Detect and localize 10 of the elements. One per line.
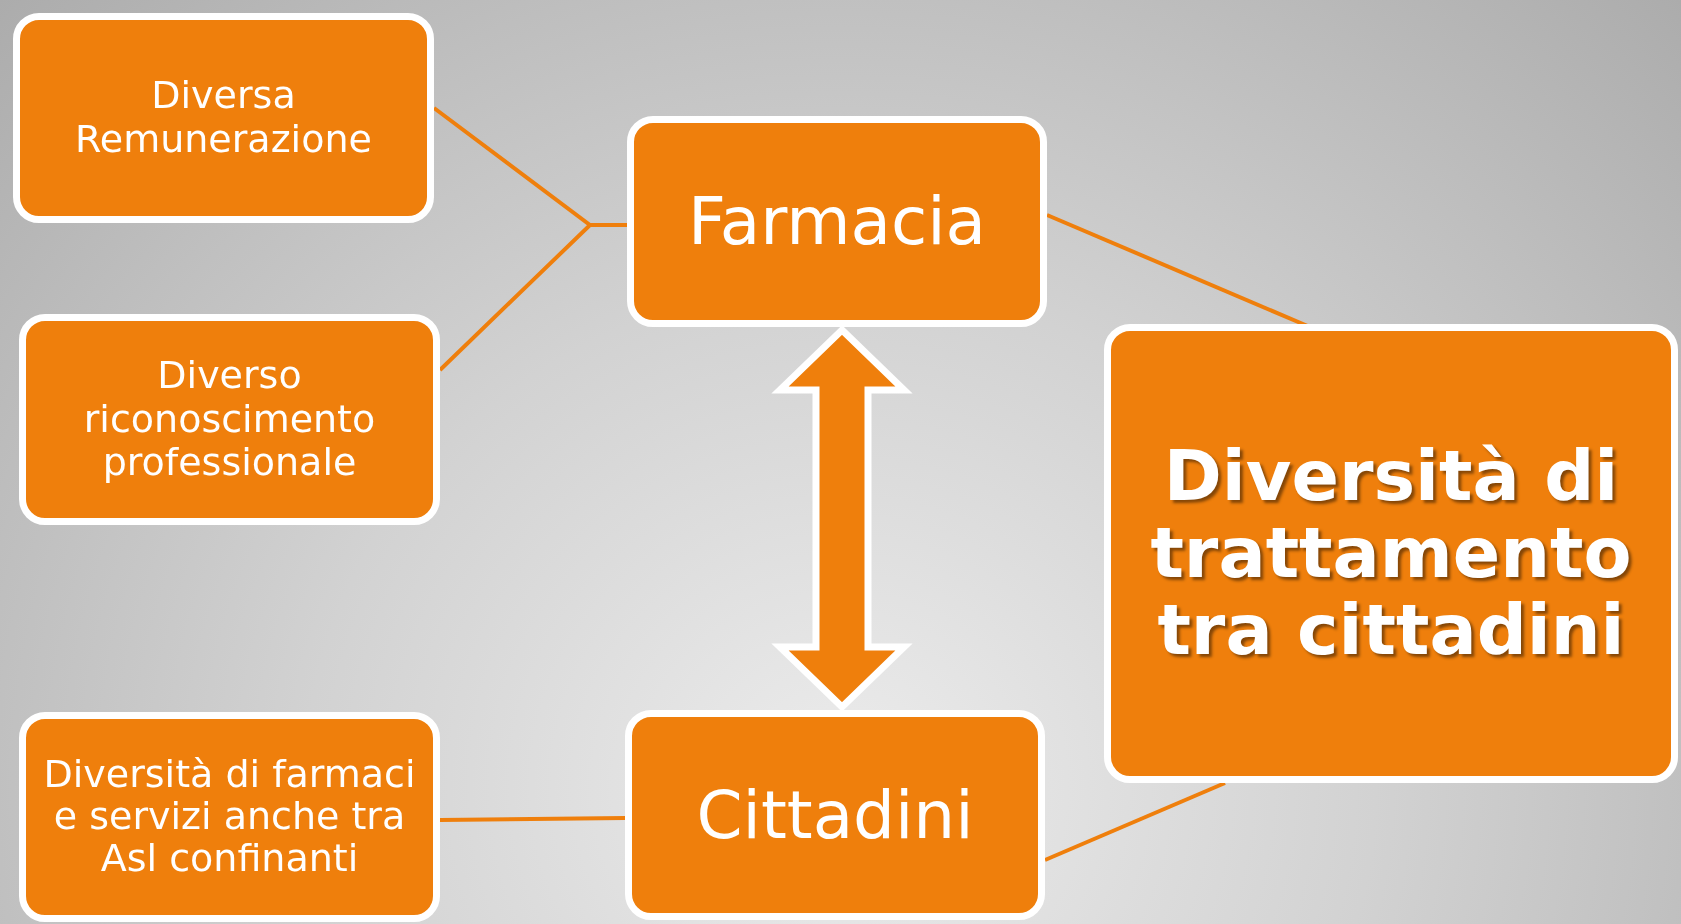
actor-box: Cittadini bbox=[625, 710, 1045, 920]
factor-box: Diversità di farmaci e servizi anche tra Asl confinanti bbox=[19, 712, 440, 922]
factor-box: Diverso riconoscimento professionale bbox=[19, 314, 440, 525]
factor-box: Diversa Remunerazione bbox=[13, 13, 434, 223]
connector-line bbox=[1044, 781, 1226, 862]
double-arrow bbox=[771, 325, 913, 712]
actor-box: Farmacia bbox=[627, 116, 1047, 327]
connector-line bbox=[438, 223, 627, 372]
connector-line bbox=[439, 816, 626, 822]
outcome-box: Diversità di trattamento tra cittadini bbox=[1104, 324, 1678, 783]
